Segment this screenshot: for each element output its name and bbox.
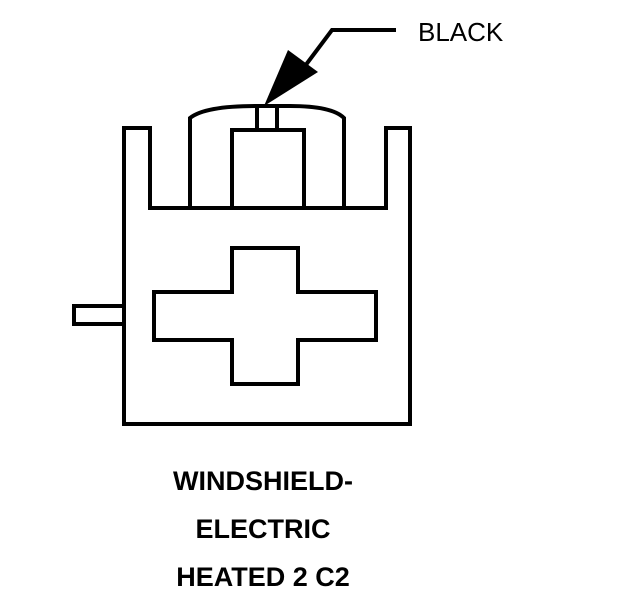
connector-housing [122,126,412,426]
leader-line [300,28,396,72]
leader-arrowhead [264,50,318,106]
wire-color-label: BLACK [418,17,504,47]
terminal-block [230,128,306,208]
terminal-pin [255,104,279,132]
caption-line-3: HEATED 2 C2 [176,562,350,592]
caption-line-2: ELECTRIC [195,514,331,544]
caption-line-1: WINDSHIELD- [173,466,353,496]
terminal-cap [188,104,346,208]
cross-keyway [152,246,378,386]
locking-tab [72,304,124,326]
